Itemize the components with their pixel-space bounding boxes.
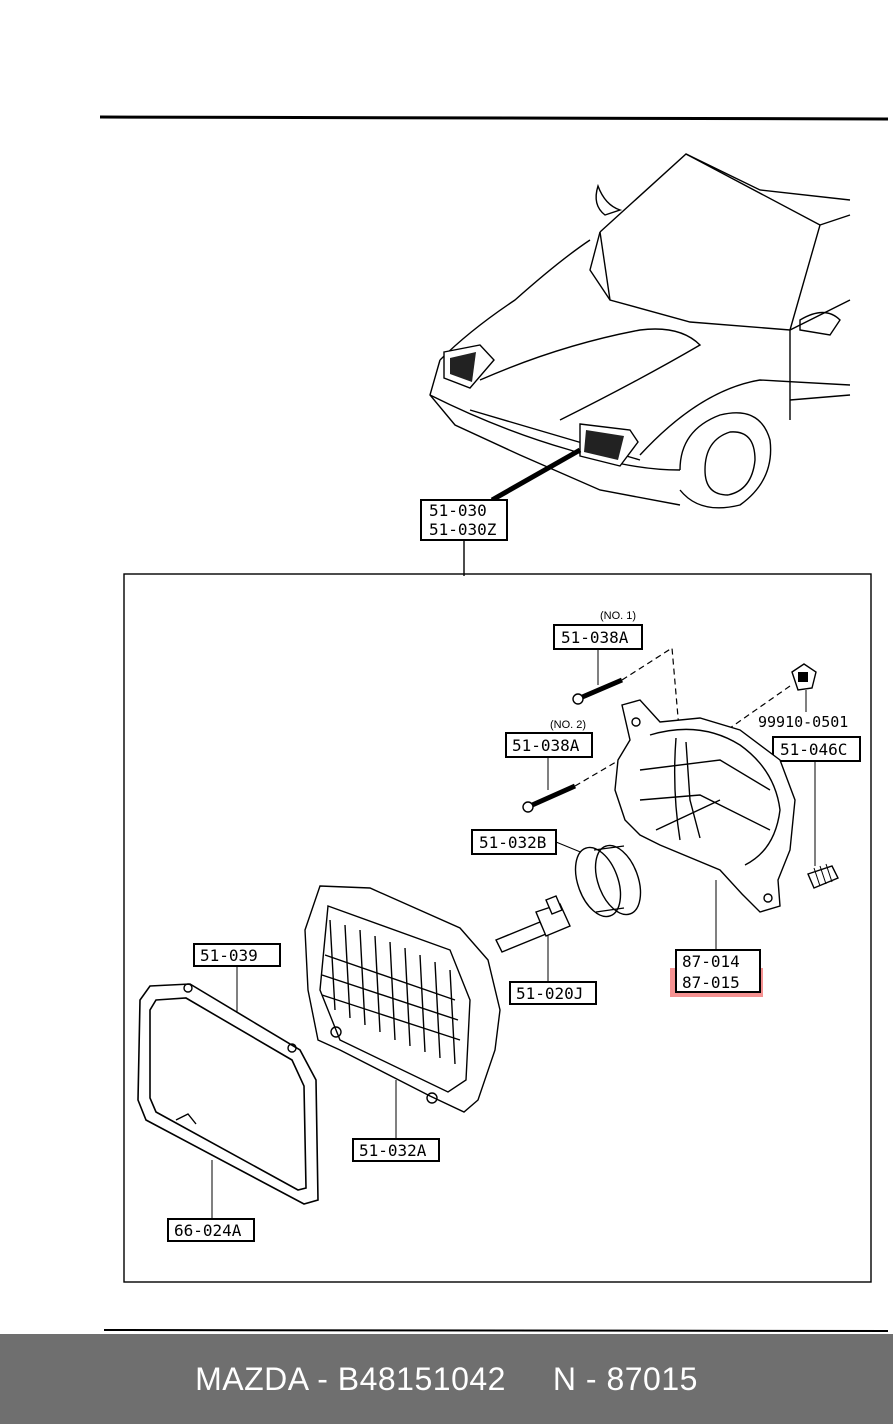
label-box-screw-no1 [553,624,643,650]
footer-text: MAZDA - B48151042 N - 87015 [195,1360,698,1397]
exploded-view-frame [123,573,872,1283]
lamp-unit-illustration [304,885,501,1113]
label-screw[interactable]: 51-039 [200,946,258,965]
label-box-boot [471,829,557,855]
bezel-illustration [137,983,319,1205]
label-clip[interactable]: 99910-0501 [758,713,848,731]
label-bracket-a[interactable]: 87-014 [682,952,740,971]
label-box-screw-no2 [505,732,593,758]
car-illustration [429,153,851,509]
parts-diagram: 51-030 51-030Z (NO. 1) 51-038A (NO. 2) 5… [99,115,889,1332]
bulb-icon [495,895,571,953]
label-bulb[interactable]: 51-020J [516,984,583,1003]
label-boot[interactable]: 51-032B [479,833,546,852]
note-screw-no2: (NO. 2) [550,719,586,731]
mounting-bracket-illustration [614,699,796,913]
label-box-bracket [675,949,761,993]
label-adjuster[interactable]: 51-046C [780,740,847,759]
label-assembly-bottom[interactable]: 51-030Z [429,520,497,539]
label-screw-no2[interactable]: 51-038A [512,736,580,755]
screw-no2-icon [522,783,577,813]
label-box-bezel [167,1218,255,1242]
boot-icon [574,844,642,918]
leader-assembly [490,447,582,503]
car-headlight-right [579,423,639,467]
label-box-adjuster [772,736,861,762]
label-assembly-top[interactable]: 51-030 [429,501,487,520]
label-bracket-b[interactable]: 87-015 [682,973,740,992]
note-screw-no1: (NO. 1) [600,610,636,622]
label-bezel[interactable]: 66-024A [174,1221,242,1240]
adjuster-icon [807,863,839,889]
label-box-bulb [509,981,597,1005]
top-rule [99,115,889,121]
label-box-lamp-unit [352,1138,440,1162]
car-headlight-left [443,344,495,389]
footer-bar: MAZDA - B48151042 N - 87015 [0,1334,893,1424]
label-lamp-unit[interactable]: 51-032A [359,1141,427,1160]
label-screw-no1[interactable]: 51-038A [561,628,629,647]
bottom-rule [103,1329,889,1332]
screw-no1-icon [572,677,623,705]
clip-icon [791,663,817,691]
